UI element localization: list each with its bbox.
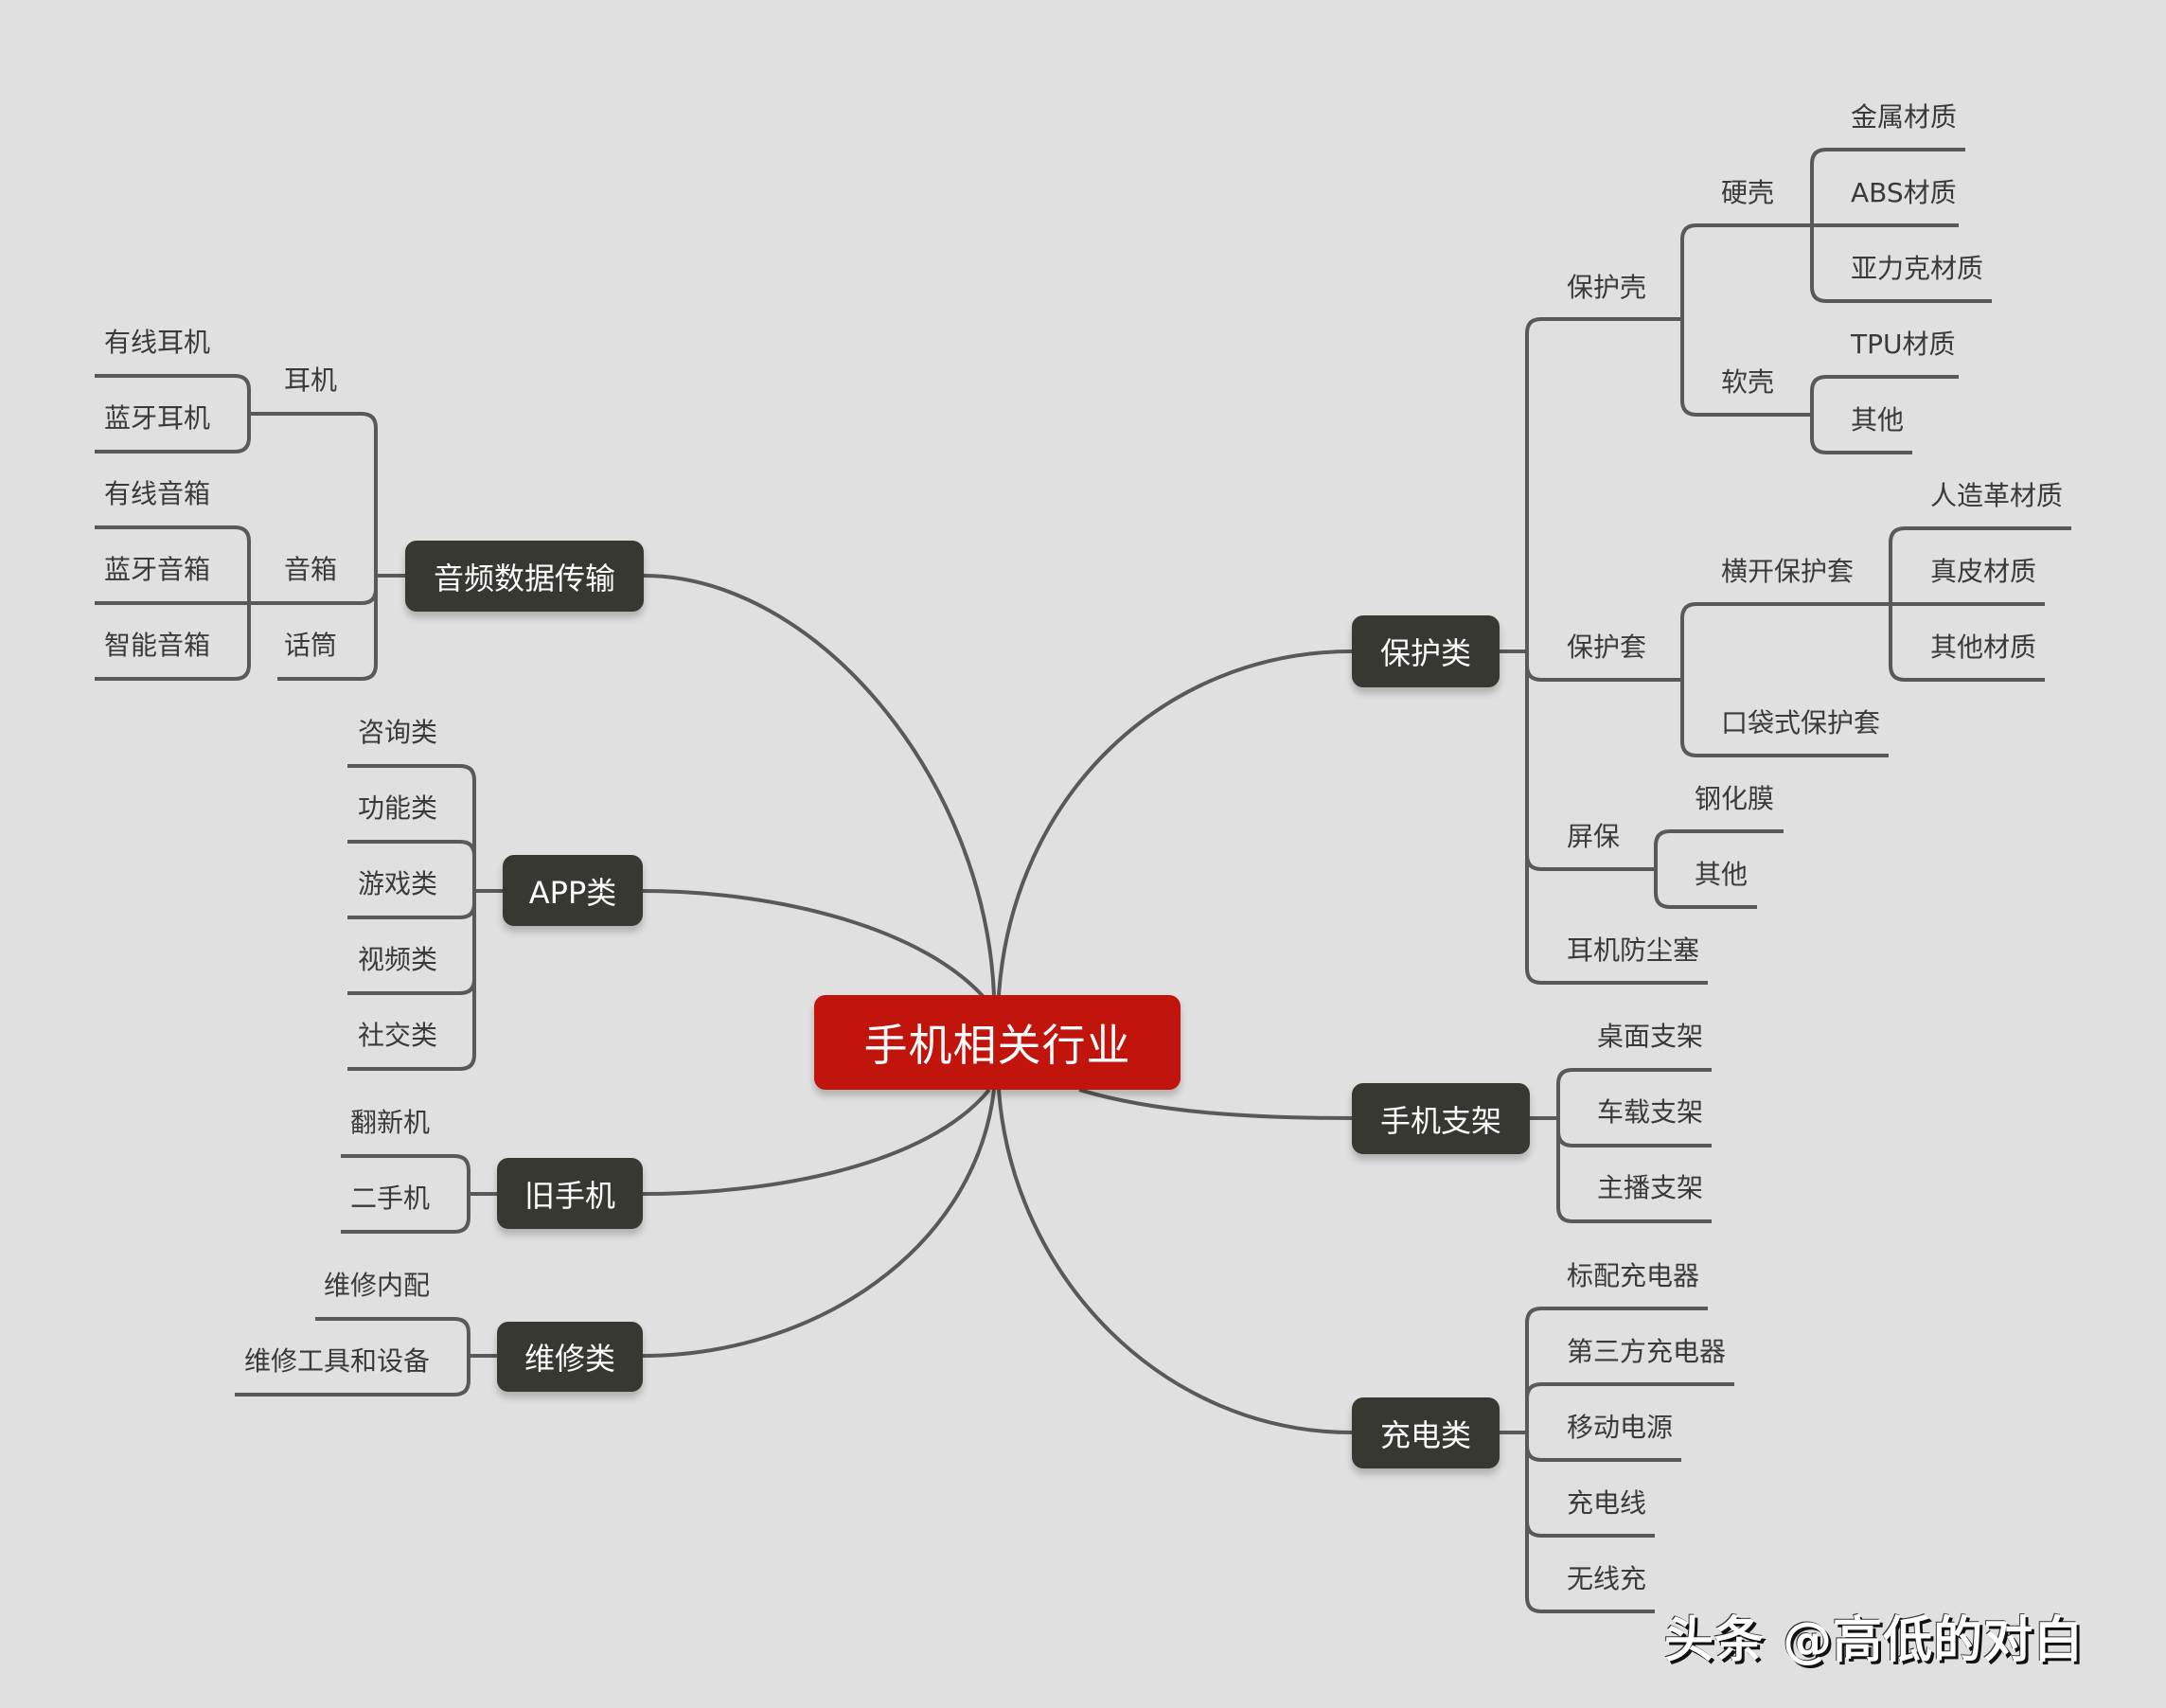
topic-repair[interactable]: 维修类 xyxy=(497,1322,643,1392)
leaf-soft-other[interactable]: 其他 xyxy=(1851,404,1905,436)
leaf-wired-earphone[interactable]: 有线耳机 xyxy=(104,327,211,358)
subtopic-microphone[interactable]: 话筒 xyxy=(284,630,338,661)
topic-charging[interactable]: 充电类 xyxy=(1352,1397,1500,1468)
leaf-abs[interactable]: ABS材质 xyxy=(1851,177,1957,208)
topic-used-phone[interactable]: 旧手机 xyxy=(497,1158,643,1229)
leaf-wireless-charger[interactable]: 无线充 xyxy=(1567,1563,1647,1594)
subtopic-hard-case[interactable]: 硬壳 xyxy=(1721,177,1775,208)
subtopic-soft-case[interactable]: 软壳 xyxy=(1721,366,1775,398)
subtopic-earphone[interactable]: 耳机 xyxy=(284,365,338,396)
leaf-faux-leather[interactable]: 人造革材质 xyxy=(1930,480,2064,511)
leaf-acrylic[interactable]: 亚力克材质 xyxy=(1851,253,1984,284)
subtopic-phone-case[interactable]: 保护壳 xyxy=(1567,272,1647,303)
leaf-wired-speaker[interactable]: 有线音箱 xyxy=(104,478,211,509)
leaf-desk-stand[interactable]: 桌面支架 xyxy=(1597,1021,1704,1052)
subtopic-pocket-cover[interactable]: 口袋式保护套 xyxy=(1721,707,1881,738)
subtopic-phone-cover[interactable]: 保护套 xyxy=(1567,632,1647,663)
leaf-app-game[interactable]: 游戏类 xyxy=(358,868,438,899)
leaf-other-material[interactable]: 其他材质 xyxy=(1930,632,2037,663)
topic-app[interactable]: APP类 xyxy=(503,855,643,926)
subtopic-screen-protector[interactable]: 屏保 xyxy=(1567,821,1621,852)
leaf-screen-other[interactable]: 其他 xyxy=(1695,859,1749,890)
subtopic-dust-plug[interactable]: 耳机防尘塞 xyxy=(1567,934,1700,966)
curve-root-stand xyxy=(1078,1088,1353,1120)
leaf-app-video[interactable]: 视频类 xyxy=(358,944,438,975)
leaf-refurbished[interactable]: 翻新机 xyxy=(350,1107,431,1138)
leaf-power-bank[interactable]: 移动电源 xyxy=(1567,1412,1674,1443)
topic-audio-transfer[interactable]: 音频数据传输 xyxy=(405,541,644,612)
curve-root-app xyxy=(642,889,991,1005)
curve-root-protect xyxy=(997,649,1353,996)
subtopic-speaker[interactable]: 音箱 xyxy=(284,554,338,585)
leaf-second-hand[interactable]: 二手机 xyxy=(350,1183,431,1214)
leaf-tpu[interactable]: TPU材质 xyxy=(1851,329,1956,360)
leaf-app-utility[interactable]: 功能类 xyxy=(358,792,438,824)
watermark: 头条 @高低的对白 xyxy=(1664,1612,2085,1669)
leaf-app-social[interactable]: 社交类 xyxy=(358,1020,438,1051)
leaf-streamer-stand[interactable]: 主播支架 xyxy=(1597,1172,1704,1203)
curve-root-audio xyxy=(643,574,996,996)
leaf-third-party-charger[interactable]: 第三方充电器 xyxy=(1567,1336,1727,1367)
leaf-app-consulting[interactable]: 咨询类 xyxy=(358,717,438,748)
leaf-charging-cable[interactable]: 充电线 xyxy=(1567,1487,1647,1519)
leaf-car-mount[interactable]: 车载支架 xyxy=(1597,1096,1704,1128)
curve-root-repair xyxy=(642,1089,996,1358)
topic-protection[interactable]: 保护类 xyxy=(1352,615,1500,687)
leaf-repair-tools[interactable]: 维修工具和设备 xyxy=(244,1345,431,1377)
leaf-smart-speaker[interactable]: 智能音箱 xyxy=(104,630,211,661)
leaf-tempered-glass[interactable]: 钢化膜 xyxy=(1695,783,1775,814)
curve-root-used xyxy=(642,1088,991,1196)
curve-root-charge xyxy=(997,1089,1353,1434)
topic-phone-stand[interactable]: 手机支架 xyxy=(1352,1083,1530,1154)
leaf-genuine-leather[interactable]: 真皮材质 xyxy=(1930,556,2037,587)
leaf-repair-parts[interactable]: 维修内配 xyxy=(324,1270,431,1301)
leaf-metal[interactable]: 金属材质 xyxy=(1851,101,1958,133)
leaf-bluetooth-earphone[interactable]: 蓝牙耳机 xyxy=(104,402,211,434)
leaf-stock-charger[interactable]: 标配充电器 xyxy=(1567,1260,1700,1291)
leaf-bluetooth-speaker[interactable]: 蓝牙音箱 xyxy=(104,554,211,585)
subtopic-flip-cover[interactable]: 横开保护套 xyxy=(1721,556,1855,587)
root-topic[interactable]: 手机相关行业 xyxy=(814,995,1181,1090)
